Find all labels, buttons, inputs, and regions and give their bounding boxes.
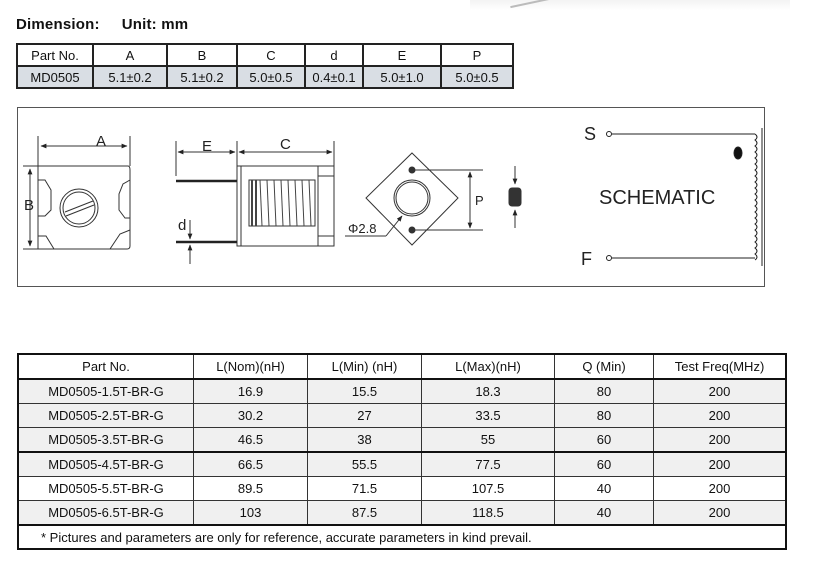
spec-header-freq: Test Freq(MHz): [653, 353, 787, 380]
pin-view: [508, 166, 522, 228]
inductance-spec-table: Part No. L(Nom)(nH) L(Min) (nH) L(Max)(n…: [17, 353, 787, 550]
spec-header-lmin: L(Min) (nH): [307, 353, 422, 380]
cell-lmax: 77.5: [421, 451, 555, 477]
cell-lmin: 71.5: [307, 476, 422, 501]
schematic-title: SCHEMATIC: [599, 187, 715, 209]
cell-part: MD0505-5.5T-BR-G: [17, 476, 194, 501]
table-row: MD0505-3.5T-BR-G 46.5 38 55 60 200: [17, 427, 787, 453]
cell-part: MD0505-1.5T-BR-G: [17, 378, 194, 404]
dim-header-part: Part No.: [16, 43, 94, 67]
note-row: * Pictures and parameters are only for r…: [17, 524, 787, 550]
label-b: B: [24, 197, 34, 214]
side-view: [175, 141, 335, 264]
table-row: MD0505-4.5T-BR-G 66.5 55.5 77.5 60 200: [17, 451, 787, 477]
cell-lmax: 118.5: [421, 500, 555, 526]
dim-value-a: 5.1±0.2: [92, 65, 168, 89]
spec-header-q: Q (Min): [554, 353, 654, 380]
dimension-heading: Dimension: Unit: mm: [16, 16, 188, 33]
dim-header-d: d: [304, 43, 364, 67]
spec-header-row: Part No. L(Nom)(nH) L(Min) (nH) L(Max)(n…: [17, 353, 787, 380]
cell-lmin: 38: [307, 427, 422, 453]
dim-value-b: 5.1±0.2: [166, 65, 238, 89]
cell-lmax: 107.5: [421, 476, 555, 501]
dim-header-p: P: [440, 43, 514, 67]
cell-lmax: 18.3: [421, 378, 555, 404]
cell-part: MD0505-6.5T-BR-G: [17, 500, 194, 526]
label-d: d: [178, 217, 186, 234]
cell-q: 80: [554, 403, 654, 428]
label-phi: Φ2.8: [348, 221, 376, 236]
schematic-start-label: S: [584, 124, 596, 144]
unit-label: Unit: mm: [121, 16, 189, 33]
front-view: [23, 136, 131, 250]
dim-header-c: C: [236, 43, 306, 67]
dim-header-e: E: [362, 43, 442, 67]
dim-value-p: 5.0±0.5: [440, 65, 514, 89]
bottom-view: [345, 152, 483, 246]
spec-header-lmax: L(Max)(nH): [421, 353, 555, 380]
dim-value-d: 0.4±0.1: [304, 65, 364, 89]
dim-value-c: 5.0±0.5: [236, 65, 306, 89]
cell-freq: 200: [653, 451, 787, 477]
cell-part: MD0505-2.5T-BR-G: [17, 403, 194, 428]
label-e: E: [202, 138, 212, 155]
cell-lmax: 33.5: [421, 403, 555, 428]
cell-lnom: 30.2: [193, 403, 308, 428]
cell-freq: 200: [653, 500, 787, 526]
cell-q: 40: [554, 500, 654, 526]
cell-freq: 200: [653, 427, 787, 453]
pen-fragment: [510, 0, 550, 9]
cell-lmax: 55: [421, 427, 555, 453]
cell-lnom: 16.9: [193, 378, 308, 404]
schematic: [606, 128, 763, 266]
label-p: P: [475, 193, 484, 208]
cell-part: MD0505-3.5T-BR-G: [17, 427, 194, 453]
cell-lnom: 66.5: [193, 451, 308, 477]
cell-lnom: 89.5: [193, 476, 308, 501]
reference-note: * Pictures and parameters are only for r…: [17, 524, 787, 550]
table-row: MD0505-1.5T-BR-G 16.9 15.5 18.3 80 200: [17, 378, 787, 404]
cell-lnom: 46.5: [193, 427, 308, 453]
dim-header-b: B: [166, 43, 238, 67]
cell-freq: 200: [653, 378, 787, 404]
cell-lmin: 27: [307, 403, 422, 428]
table-row: MD0505-2.5T-BR-G 30.2 27 33.5 80 200: [17, 403, 787, 428]
label-c: C: [280, 136, 291, 153]
cell-q: 60: [554, 451, 654, 477]
dimension-table: Part No. A B C d E P MD0505 5.1±0.2 5.1±…: [16, 43, 514, 89]
cell-freq: 200: [653, 476, 787, 501]
dim-value-e: 5.0±1.0: [362, 65, 442, 89]
cell-lmin: 87.5: [307, 500, 422, 526]
label-a: A: [96, 133, 106, 150]
cell-part: MD0505-4.5T-BR-G: [17, 451, 194, 477]
spec-header-lnom: L(Nom)(nH): [193, 353, 308, 380]
cell-lmin: 15.5: [307, 378, 422, 404]
cell-q: 60: [554, 427, 654, 453]
dimension-header-row: Part No. A B C d E P: [16, 43, 514, 67]
top-image-strip: [470, 0, 790, 10]
cell-lmin: 55.5: [307, 451, 422, 477]
schematic-finish-label: F: [581, 249, 592, 269]
cell-q: 80: [554, 378, 654, 404]
dim-value-part: MD0505: [16, 65, 94, 89]
table-row: MD0505-5.5T-BR-G 89.5 71.5 107.5 40 200: [17, 476, 787, 501]
cell-freq: 200: [653, 403, 787, 428]
cell-q: 40: [554, 476, 654, 501]
dimension-title: Dimension:: [16, 16, 100, 33]
table-row: MD0505-6.5T-BR-G 103 87.5 118.5 40 200: [17, 500, 787, 526]
cell-lnom: 103: [193, 500, 308, 526]
spec-header-part: Part No.: [17, 353, 194, 380]
dimension-value-row: MD0505 5.1±0.2 5.1±0.2 5.0±0.5 0.4±0.1 5…: [16, 65, 514, 89]
dimension-drawing: A B: [17, 107, 765, 287]
dim-header-a: A: [92, 43, 168, 67]
